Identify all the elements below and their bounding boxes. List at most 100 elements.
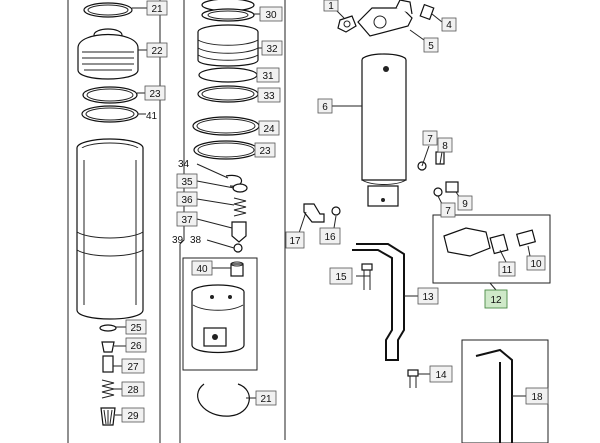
callout-39: 39	[172, 235, 184, 246]
callout-17: 17	[285, 231, 305, 249]
svg-text:4: 4	[446, 20, 452, 31]
part-ring-31	[198, 67, 258, 83]
svg-text:35: 35	[181, 177, 193, 188]
part-ring-23b	[193, 140, 259, 160]
svg-text:28: 28	[127, 385, 139, 396]
svg-text:22: 22	[151, 46, 163, 57]
part-bolt-4	[419, 3, 435, 21]
part-valve-12	[443, 227, 537, 257]
callout-21a: 21	[146, 0, 168, 16]
part-bolt-15	[361, 263, 373, 290]
svg-text:18: 18	[531, 392, 543, 403]
callout-1: 1	[323, 0, 339, 12]
part-poppet-26	[101, 341, 115, 353]
callout-16: 16	[319, 227, 341, 245]
callout-5: 5	[423, 37, 439, 53]
svg-text:9: 9	[462, 199, 468, 210]
svg-text:1: 1	[328, 1, 334, 12]
callout-23a: 23	[144, 85, 166, 101]
frame-left-column	[67, 0, 161, 443]
svg-text:6: 6	[322, 102, 328, 113]
callout-32: 32	[261, 40, 283, 56]
svg-text:34: 34	[178, 159, 190, 170]
frame-middle-column	[179, 0, 286, 443]
svg-text:10: 10	[530, 259, 542, 270]
callout-28: 28	[121, 381, 145, 397]
part-elbow-17	[303, 203, 325, 223]
part-cylinder-sleeve	[76, 138, 144, 320]
part-cap-22	[77, 28, 139, 80]
part-snap-ring-21b	[197, 383, 250, 417]
callout-25: 25	[125, 319, 147, 335]
svg-text:16: 16	[324, 232, 336, 243]
part-ring-41	[81, 105, 139, 123]
part-ring-23a	[82, 86, 138, 104]
part-seal-25	[99, 324, 117, 332]
callout-40: 40	[191, 260, 213, 276]
callout-7a: 7	[422, 130, 438, 146]
callout-8: 8	[437, 137, 453, 153]
callout-30: 30	[259, 6, 283, 22]
svg-text:27: 27	[127, 362, 139, 373]
svg-text:40: 40	[196, 264, 208, 275]
part-bracket-18	[475, 348, 513, 443]
part-ring-33	[197, 85, 259, 103]
svg-text:23: 23	[259, 146, 271, 157]
callout-26: 26	[125, 337, 147, 353]
part-ring-21a	[83, 2, 133, 18]
part-washer-7b	[433, 187, 443, 197]
svg-text:26: 26	[130, 341, 142, 352]
callout-9: 9	[457, 195, 473, 211]
part-ring-stack-top	[201, 0, 255, 22]
part-washer-16	[331, 206, 341, 216]
callout-7b: 7	[440, 202, 456, 218]
part-nut-29	[100, 407, 116, 426]
svg-text:31: 31	[262, 71, 274, 82]
svg-text:33: 33	[263, 91, 275, 102]
callout-33: 33	[257, 87, 281, 103]
part-piston-39	[191, 284, 245, 354]
svg-text:24: 24	[263, 124, 275, 135]
svg-text:29: 29	[127, 411, 139, 422]
part-fitting-9	[445, 181, 459, 193]
part-bellows-32	[197, 24, 259, 67]
callout-6: 6	[317, 98, 333, 114]
svg-text:25: 25	[130, 323, 142, 334]
part-pin-27	[102, 355, 114, 373]
callout-14: 14	[429, 365, 453, 383]
svg-text:38: 38	[190, 235, 202, 246]
svg-text:30: 30	[265, 10, 277, 21]
callout-13: 13	[417, 287, 439, 305]
callout-35: 35	[176, 173, 198, 189]
callout-4: 4	[441, 17, 457, 32]
part-bracket-13	[352, 243, 405, 361]
callout-27: 27	[121, 358, 145, 374]
svg-text:23: 23	[149, 89, 161, 100]
part-ball-38	[233, 243, 243, 253]
callout-31: 31	[256, 67, 280, 83]
callout-41: 41	[146, 111, 158, 122]
svg-text:21: 21	[151, 4, 163, 15]
svg-text:11: 11	[502, 265, 513, 276]
callout-22: 22	[146, 42, 168, 58]
frame-valve-box	[432, 214, 551, 284]
svg-text:36: 36	[181, 195, 193, 206]
svg-text:17: 17	[289, 236, 301, 247]
callout-15: 15	[329, 267, 353, 285]
part-spring-28	[101, 379, 115, 399]
frame-piston-box	[182, 257, 258, 371]
part-cylinder-6	[361, 53, 407, 207]
svg-text:14: 14	[435, 370, 447, 381]
part-bolt-14	[407, 369, 419, 388]
svg-text:7: 7	[445, 206, 451, 217]
svg-text:37: 37	[181, 215, 193, 226]
part-washer-35	[232, 183, 248, 193]
part-plunger-37	[231, 221, 247, 243]
callout-10: 10	[526, 255, 546, 271]
callout-21b: 21	[255, 390, 277, 406]
svg-text:15: 15	[335, 272, 347, 283]
callout-11: 11	[498, 261, 516, 277]
svg-text:21: 21	[260, 394, 272, 405]
svg-text:13: 13	[422, 292, 434, 303]
